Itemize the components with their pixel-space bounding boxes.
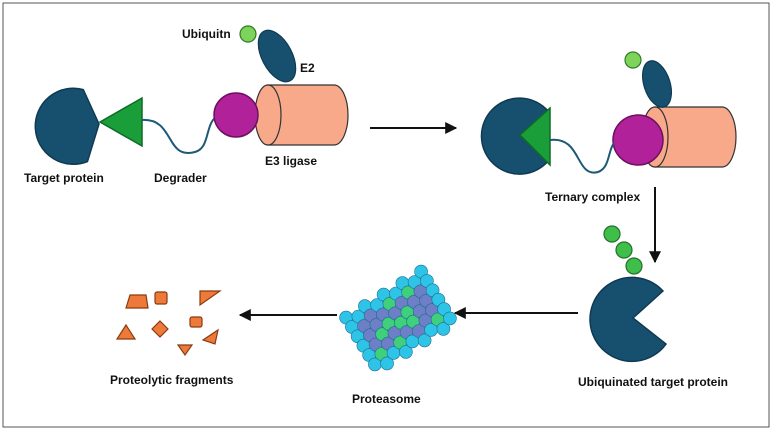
fragment-small-square (189, 316, 203, 328)
ternary-target-protein-icon (480, 97, 551, 175)
ternary-complex-label: Ternary complex (545, 190, 640, 204)
ubiquitin-chain-icon-2 (615, 241, 633, 259)
target-protein-label: Target protein (24, 171, 104, 185)
ternary-linker-line (549, 138, 615, 174)
proteasome-bead (417, 333, 432, 348)
e3-ligase-icon (254, 84, 349, 146)
fragment-right-triangle (199, 290, 222, 307)
degrader-triangle-icon (98, 96, 143, 148)
e3-binder-icon (213, 92, 259, 138)
proteolytic-fragments-icon (115, 290, 222, 357)
e2-icon (257, 29, 297, 83)
ubiquitin-label: Ubiquitn (182, 27, 231, 41)
ternary-ubiquitin-icon (624, 51, 642, 69)
proteasome-label: Proteasome (352, 392, 421, 406)
ubiquinated-target-protein-icon (589, 276, 668, 363)
fragment-small-triangle (176, 344, 194, 357)
ternary-degrader-triangle-icon (518, 106, 551, 167)
degrader-linker-line (141, 116, 217, 155)
fragment-square (154, 291, 168, 305)
e3-ligase-label: E3 ligase (265, 154, 317, 168)
ubiquitin-chain-icon-1 (603, 225, 621, 243)
proteasome-bead (380, 356, 394, 371)
proteolytic-fragments-label: Proteolytic fragments (110, 373, 234, 387)
proteasome-bead (443, 311, 457, 326)
ubiquitin-icon (239, 25, 257, 43)
ternary-e3-binder-icon (612, 114, 664, 166)
fragment-triangle (115, 323, 137, 340)
degrader-label: Degrader (154, 171, 207, 185)
fragment-wedge (201, 328, 219, 345)
ubiquitin-chain-icon-3 (625, 257, 643, 275)
fragment-diamond (151, 320, 169, 338)
target-protein-icon (34, 87, 100, 166)
ubiquinated-target-protein-label: Ubiquinated target protein (578, 375, 728, 389)
proteasome-bead (399, 345, 413, 359)
proteasome-icon (339, 264, 457, 372)
ternary-e2-icon (641, 60, 673, 108)
fragment-trapezoid (125, 294, 149, 309)
e2-label: E2 (300, 61, 315, 75)
proteasome-bead (436, 322, 451, 336)
